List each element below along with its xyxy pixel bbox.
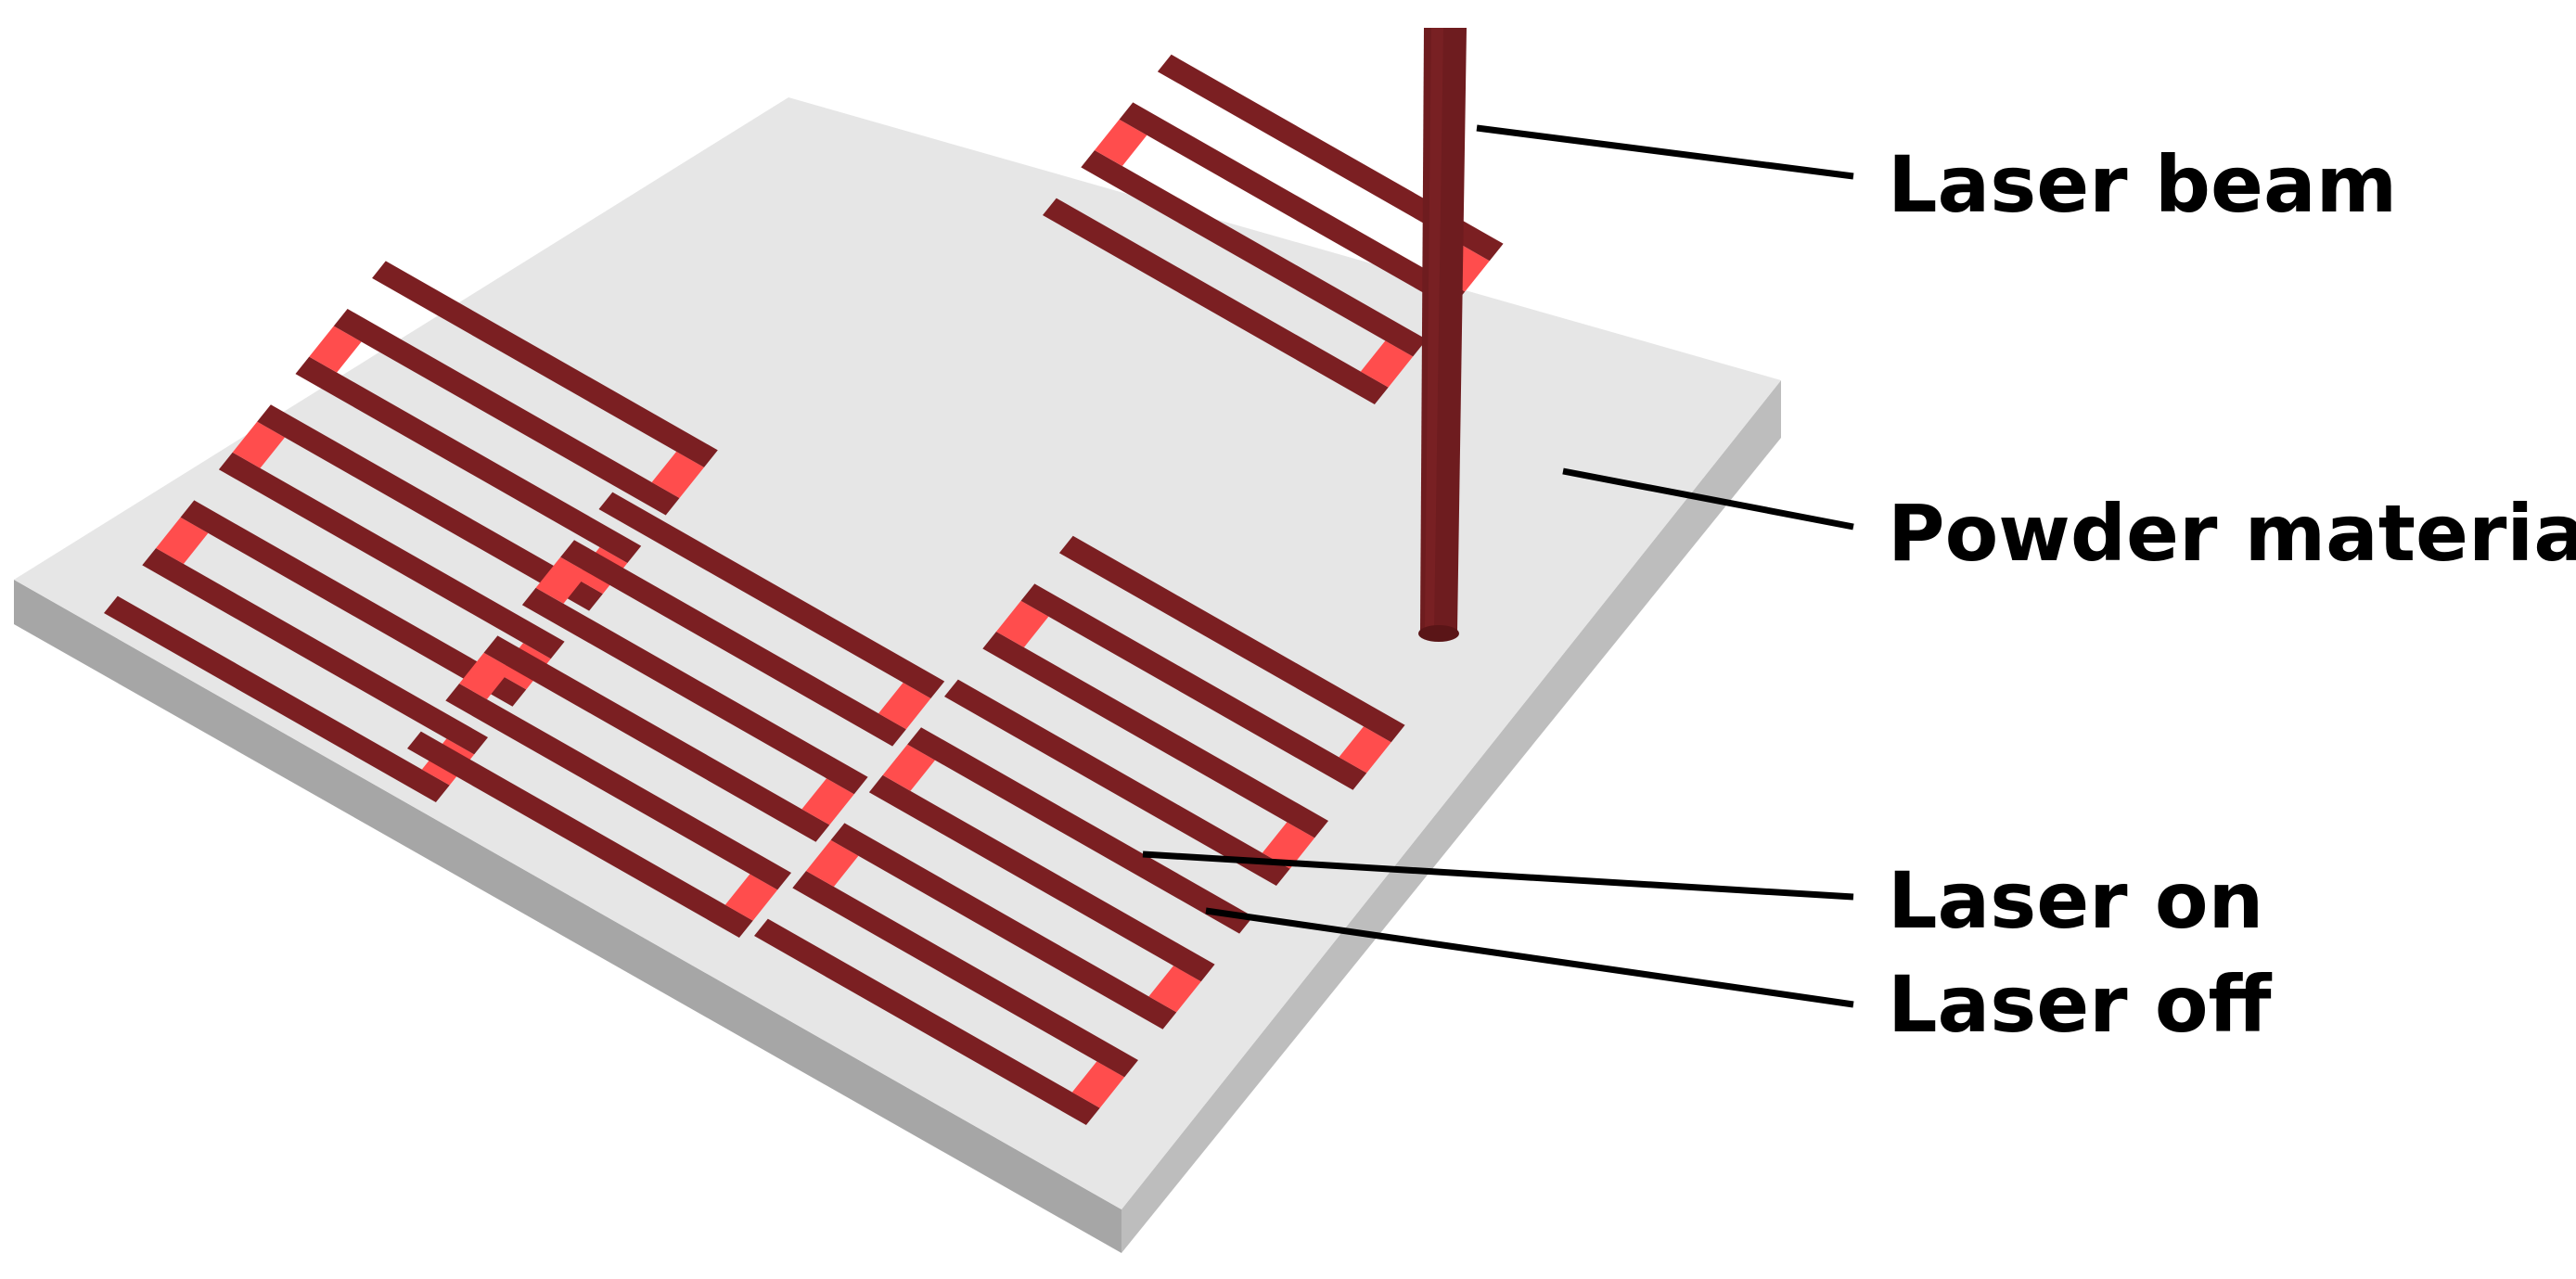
scan-leg-laser-on — [598, 492, 945, 698]
laser-beam-leader — [1476, 124, 1854, 180]
scan-leg-laser-on — [104, 595, 450, 802]
scan-turn-laser-off — [1339, 726, 1391, 774]
laser-off-label: Laser off — [1888, 959, 2273, 1050]
scan-turn-laser-off — [1095, 119, 1147, 166]
scan-turn-laser-off — [535, 556, 588, 604]
laser-on-leader — [1142, 851, 1854, 901]
scan-leg-laser-on — [830, 823, 1177, 1030]
powder-material-leader — [1562, 467, 1854, 531]
scan-leg-laser-on — [1157, 54, 1504, 262]
scan-turn-laser-off — [1071, 1061, 1125, 1108]
scan-leg-laser-on — [982, 632, 1328, 838]
scan-turn-laser-off — [878, 683, 931, 730]
scan-leg-laser-on — [792, 871, 1138, 1078]
scan-pattern — [104, 54, 1504, 1125]
plate-top-face — [14, 97, 1781, 1209]
scan-leg-laser-on — [295, 356, 642, 563]
scan-turn-laser-off — [1148, 966, 1201, 1013]
scan-leg-laser-on — [754, 918, 1100, 1125]
scan-leg-laser-on — [407, 731, 753, 938]
scan-turn-laser-off — [996, 600, 1049, 647]
scan-turn-laser-off — [309, 326, 362, 373]
scan-leg-laser-on — [944, 679, 1290, 886]
scan-leg-laser-on — [218, 452, 565, 659]
laser-on-label: Laser on — [1888, 855, 2263, 946]
scan-turn-laser-off — [1360, 340, 1414, 388]
scan-leg-laser-on — [1043, 198, 1389, 404]
scan-turn-laser-off — [156, 517, 209, 564]
scan-turn-laser-off — [232, 421, 285, 468]
scan-leg-laser-on — [142, 548, 489, 755]
scan-leg-laser-on — [560, 540, 906, 747]
scan-leg-laser-on — [868, 774, 1215, 982]
scan-leg-laser-on — [521, 587, 868, 795]
scan-turn-laser-off — [724, 874, 778, 921]
laser-off-leader — [1205, 907, 1854, 1008]
scan-leg-laser-on — [445, 684, 791, 890]
scan-leg-laser-on — [372, 261, 718, 467]
scan-leg-laser-on — [1020, 583, 1367, 790]
scan-leg-laser-on — [1058, 535, 1405, 743]
laser-beam-label: Laser beam — [1888, 139, 2397, 230]
plate-front-face — [14, 580, 1121, 1253]
laser-beam — [1418, 28, 1467, 642]
powder-material-label: Powder material — [1888, 488, 2576, 579]
plate-right-face — [1121, 380, 1781, 1253]
scan-turn-laser-off — [651, 451, 704, 498]
scan-leg-laser-on — [483, 635, 830, 842]
scan-turn-laser-off — [882, 744, 935, 791]
scan-leg-laser-on — [1081, 150, 1427, 357]
scan-turn-laser-off — [801, 778, 854, 825]
scan-leg-laser-on — [907, 727, 1253, 934]
scan-leg-laser-on — [333, 309, 680, 516]
scan-turn-laser-off — [806, 839, 859, 887]
scan-leg-laser-on — [257, 404, 603, 611]
scan-turn-laser-off — [459, 652, 512, 699]
scan-turn-laser-off — [1262, 822, 1315, 869]
scan-leg-laser-on — [180, 500, 527, 707]
scan-leg-laser-on — [1119, 102, 1466, 309]
